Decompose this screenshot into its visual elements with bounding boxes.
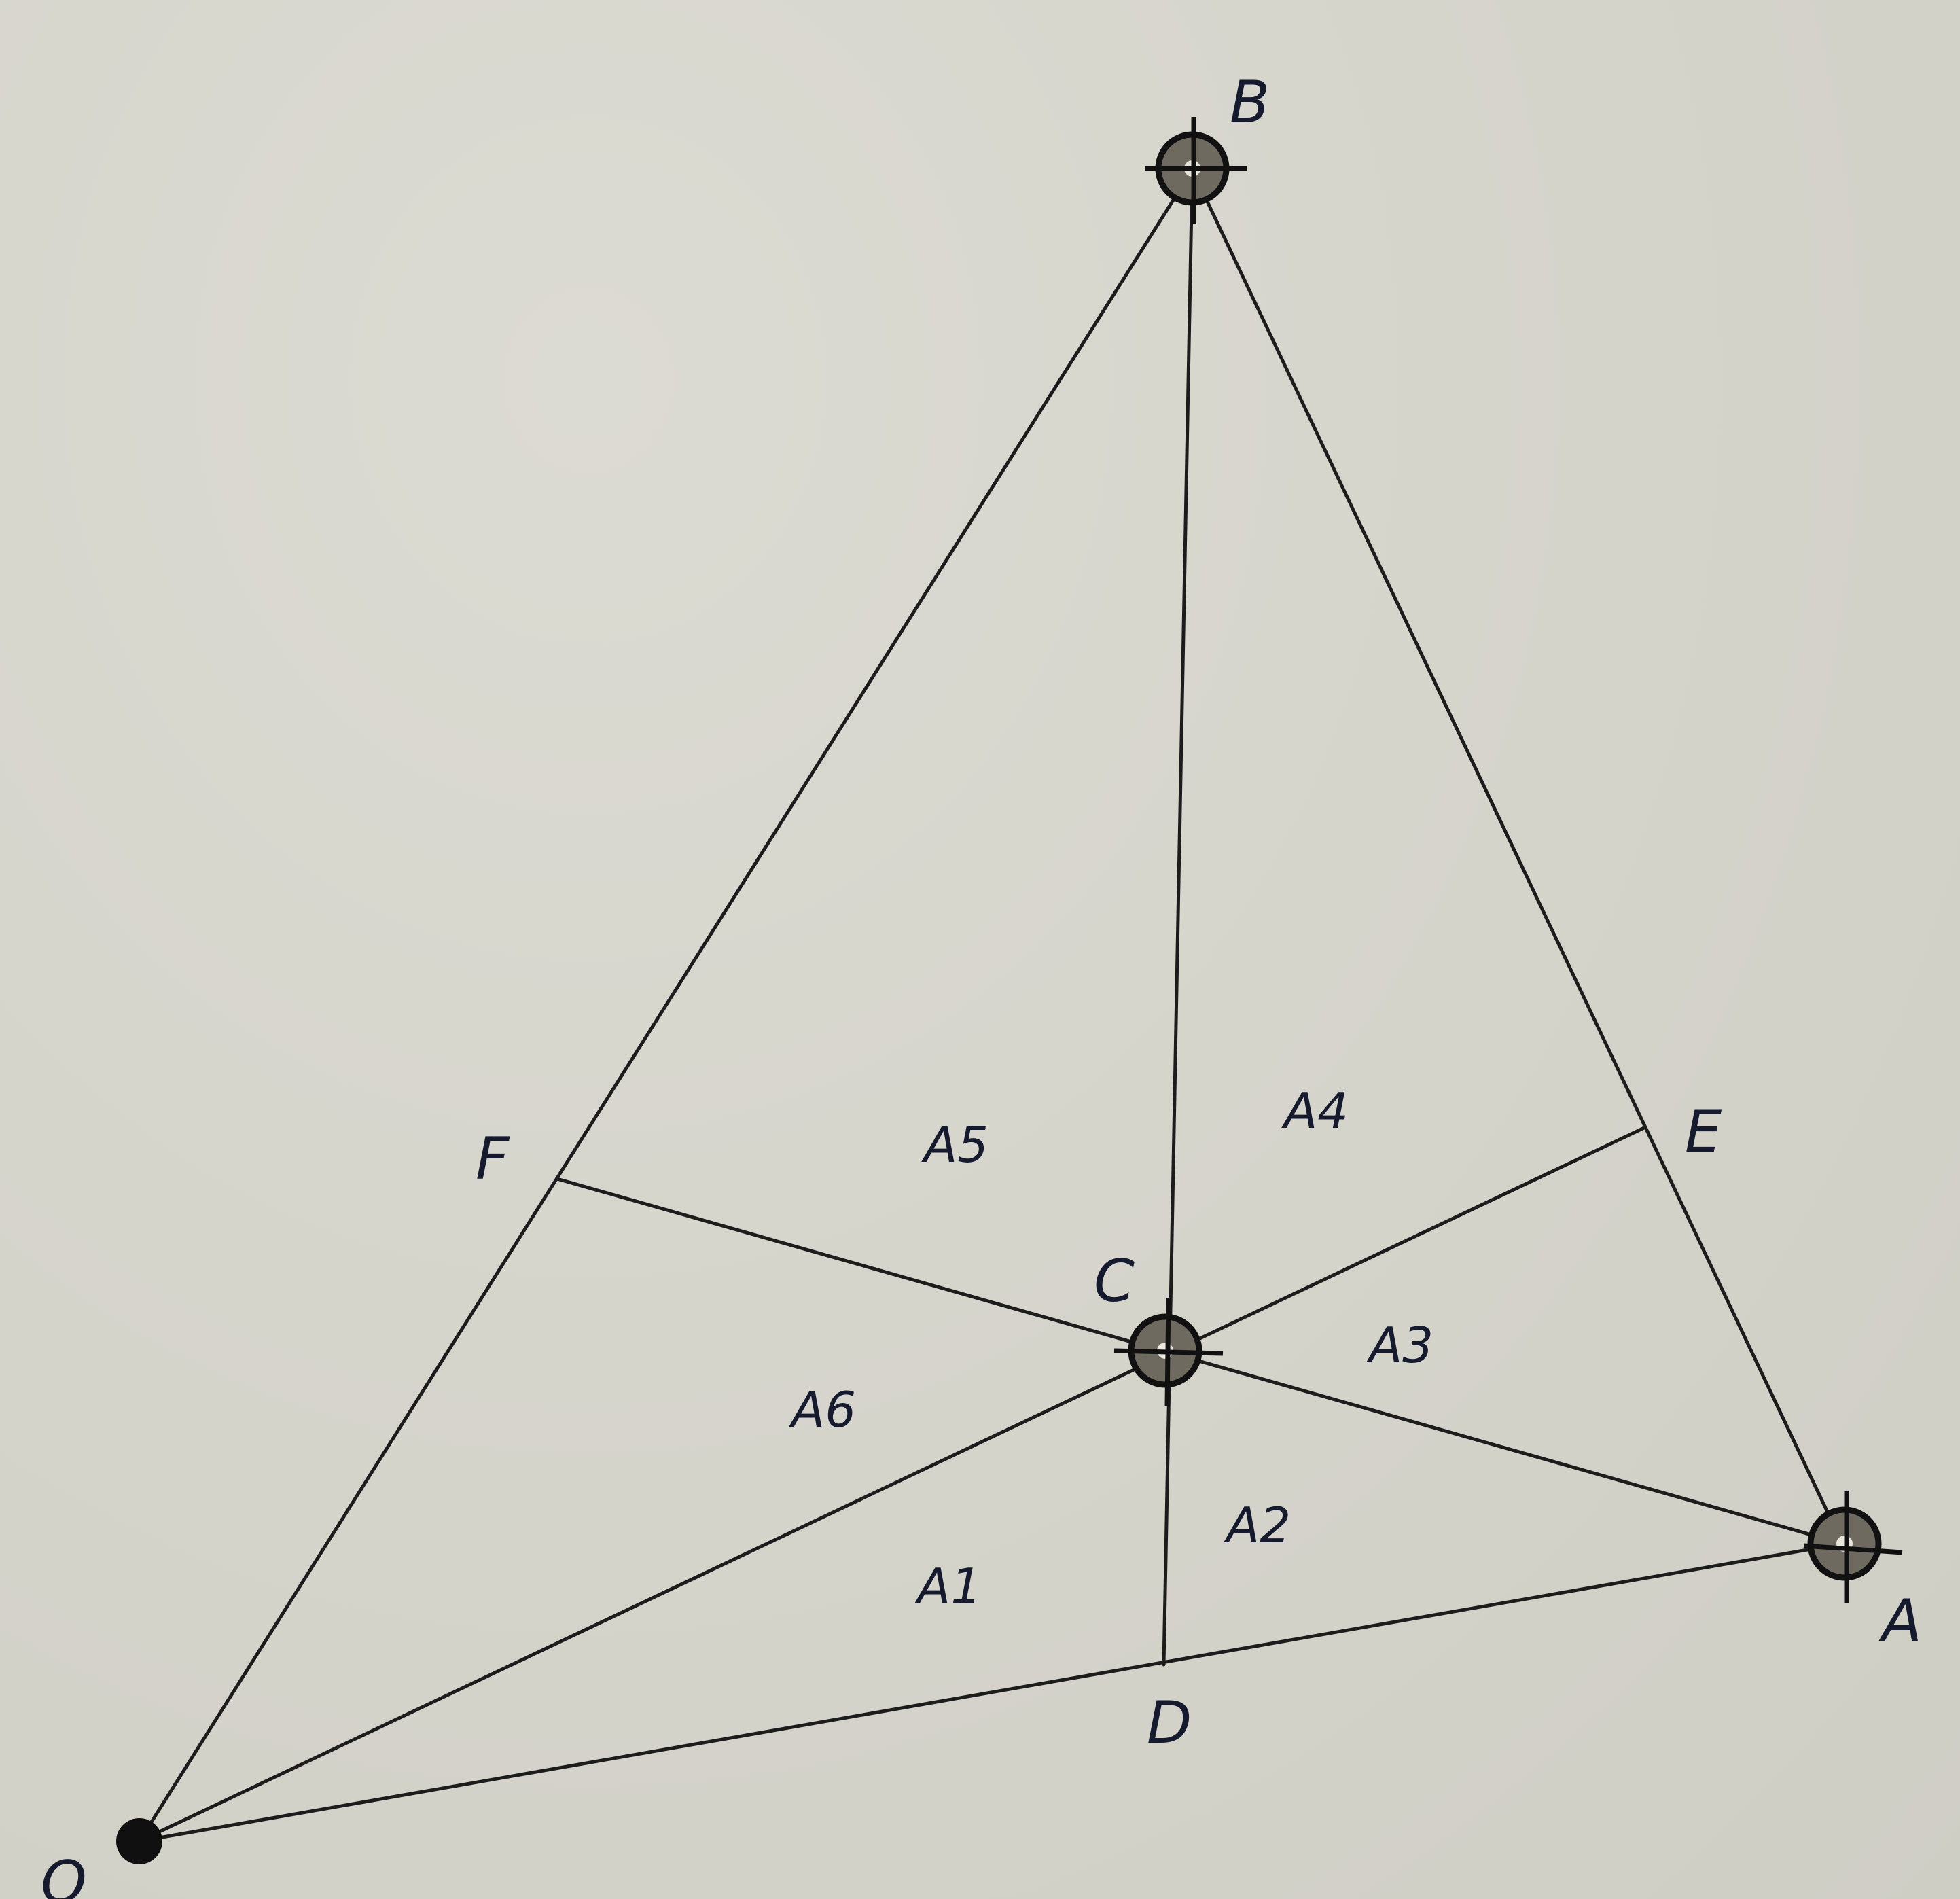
label-C: C	[1094, 1247, 1135, 1315]
label-O: O	[41, 1849, 87, 1899]
region-label-A6: A6	[789, 1381, 856, 1438]
region-label-A1: A1	[914, 1558, 982, 1615]
cevian-O-E	[137, 1126, 1646, 1843]
edge-O-B	[137, 168, 1194, 1843]
label-A: A	[1878, 1587, 1922, 1655]
region-label-A5: A5	[921, 1116, 988, 1173]
region-label-A3: A3	[1366, 1317, 1433, 1374]
label-F: F	[476, 1125, 510, 1193]
region-label-A2: A2	[1224, 1497, 1291, 1554]
region-label-A4: A4	[1281, 1082, 1349, 1139]
vertex-C-marker	[1113, 1297, 1224, 1407]
vertex-B-marker	[1145, 117, 1247, 224]
edge-B-A	[1190, 168, 1845, 1546]
vertex-O-dot	[116, 1818, 162, 1864]
label-B: B	[1230, 69, 1270, 137]
label-E: E	[1685, 1098, 1722, 1166]
edge-A-O	[137, 1542, 1845, 1843]
cevian-B-D	[1162, 168, 1194, 1667]
vertex-A-marker	[1803, 1491, 1903, 1603]
label-D: D	[1147, 1689, 1192, 1757]
